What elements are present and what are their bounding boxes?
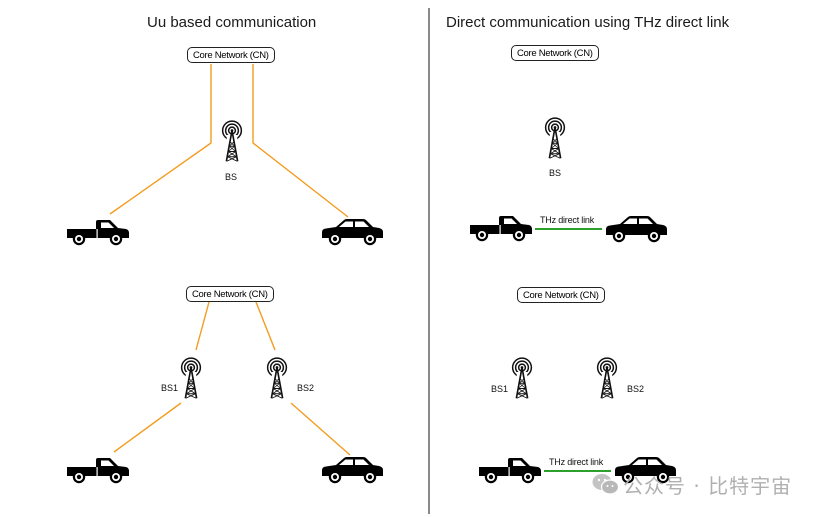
left-panel-title: Uu based communication: [147, 14, 317, 31]
right-panel-title: Direct communication using THz direct li…: [446, 14, 730, 31]
cell-tower-icon: [540, 112, 570, 164]
thz-link-label: THz direct link: [540, 215, 595, 225]
pickup-truck-icon: [478, 456, 542, 484]
uu-link-cn-bs2: [255, 301, 276, 351]
core-network-box: Core Network (CN): [187, 47, 275, 63]
sedan-car-icon: [604, 215, 668, 243]
uu-link-cn-bs1: [195, 301, 210, 351]
panel-divider: [428, 8, 430, 514]
cell-tower-icon: [217, 114, 247, 168]
bs2-label: BS2: [627, 384, 645, 394]
sedan-car-icon: [320, 456, 384, 484]
sedan-car-icon: [320, 218, 384, 246]
uu-link-bs1-truck: [113, 402, 182, 453]
core-network-box: Core Network (CN): [186, 286, 274, 302]
core-network-box: Core Network (CN): [517, 287, 605, 303]
cell-tower-icon-bs1: [507, 353, 537, 403]
pickup-truck-icon: [66, 456, 130, 484]
bs-label: BS: [225, 172, 238, 182]
core-network-box: Core Network (CN): [511, 45, 599, 61]
watermark-text: 公众号 · 比特宇宙: [623, 474, 793, 498]
bs2-label: BS2: [297, 383, 315, 393]
bs1-label: BS1: [491, 384, 509, 394]
bs1-label: BS1: [161, 383, 179, 393]
uu-link-cn-bs-truck: [109, 64, 212, 215]
uu-link-cn-bs-car: [252, 64, 349, 218]
pickup-truck-icon: [469, 214, 533, 242]
pickup-truck-icon: [66, 218, 130, 246]
cell-tower-icon-bs1: [176, 353, 206, 403]
bs-label: BS: [549, 168, 562, 178]
thz-link-label: THz direct link: [549, 457, 604, 467]
cell-tower-icon-bs2: [592, 353, 622, 403]
wechat-icon: [592, 474, 620, 495]
uu-link-bs2-car: [290, 402, 351, 456]
cell-tower-icon-bs2: [262, 353, 292, 403]
